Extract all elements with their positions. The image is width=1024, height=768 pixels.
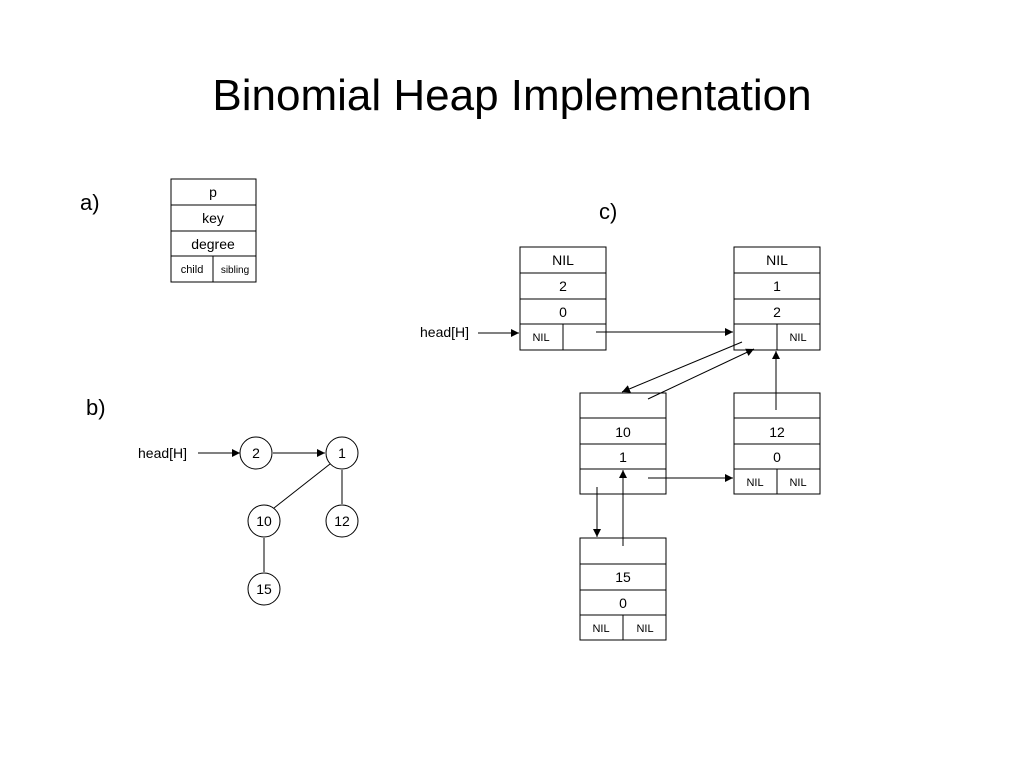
tree-node-10 (247, 504, 281, 538)
tree-node-15 (247, 572, 281, 606)
label-c: c) (599, 199, 618, 224)
node-1-p: NIL (766, 252, 788, 268)
tree-view: head[H] 2 1 10 12 15 (138, 436, 359, 606)
tree-node-15-key: 15 (256, 581, 272, 597)
node-12-sibling: NIL (789, 477, 806, 489)
tree-node-12-key: 12 (334, 513, 350, 529)
node-10-key: 10 (615, 424, 631, 440)
node-15-child: NIL (592, 623, 609, 635)
pointer-10-parent-to-1 (647, 348, 755, 400)
node-2-child: NIL (532, 332, 549, 344)
node-12-degree: 0 (773, 449, 781, 465)
node-10-degree: 1 (619, 449, 627, 465)
legend-key: key (202, 210, 224, 226)
pointer-1-child-to-10 (621, 341, 743, 393)
tree-node-2-key: 2 (252, 445, 260, 461)
label-a: a) (80, 190, 100, 215)
legend-p: p (209, 184, 217, 200)
legend-node: p key degree child sibling (170, 178, 257, 283)
tree-node-10-key: 10 (256, 513, 272, 529)
node-12-child: NIL (746, 477, 763, 489)
node-2-p: NIL (552, 252, 574, 268)
legend-degree: degree (191, 236, 235, 252)
node-15-sibling: NIL (636, 623, 653, 635)
legend-sibling: sibling (221, 265, 249, 276)
node-1-key: 1 (773, 278, 781, 294)
pointer-structure: head[H] NIL 2 0 NIL NIL 1 2 NIL (420, 246, 821, 641)
tree-node-1 (325, 436, 359, 470)
node-1-degree: 2 (773, 304, 781, 320)
record-node-1: NIL 1 2 NIL (733, 246, 821, 351)
tree-node-1-key: 1 (338, 445, 346, 461)
record-node-2: NIL 2 0 NIL (519, 246, 607, 351)
node-12-key: 12 (769, 424, 785, 440)
legend-child: child (181, 264, 204, 276)
tree-head-label: head[H] (138, 445, 187, 461)
tree-node-12 (325, 504, 359, 538)
structure-head-label: head[H] (420, 324, 469, 340)
slide-title: Binomial Heap Implementation (212, 71, 812, 120)
record-node-15: 15 0 NIL NIL (579, 537, 667, 641)
label-b: b) (86, 395, 106, 420)
node-2-degree: 0 (559, 304, 567, 320)
node-15-key: 15 (615, 569, 631, 585)
node-2-key: 2 (559, 278, 567, 294)
tree-node-2 (239, 436, 273, 470)
record-node-12: 12 0 NIL NIL (733, 392, 821, 495)
node-1-sibling: NIL (789, 332, 806, 344)
node-15-degree: 0 (619, 595, 627, 611)
